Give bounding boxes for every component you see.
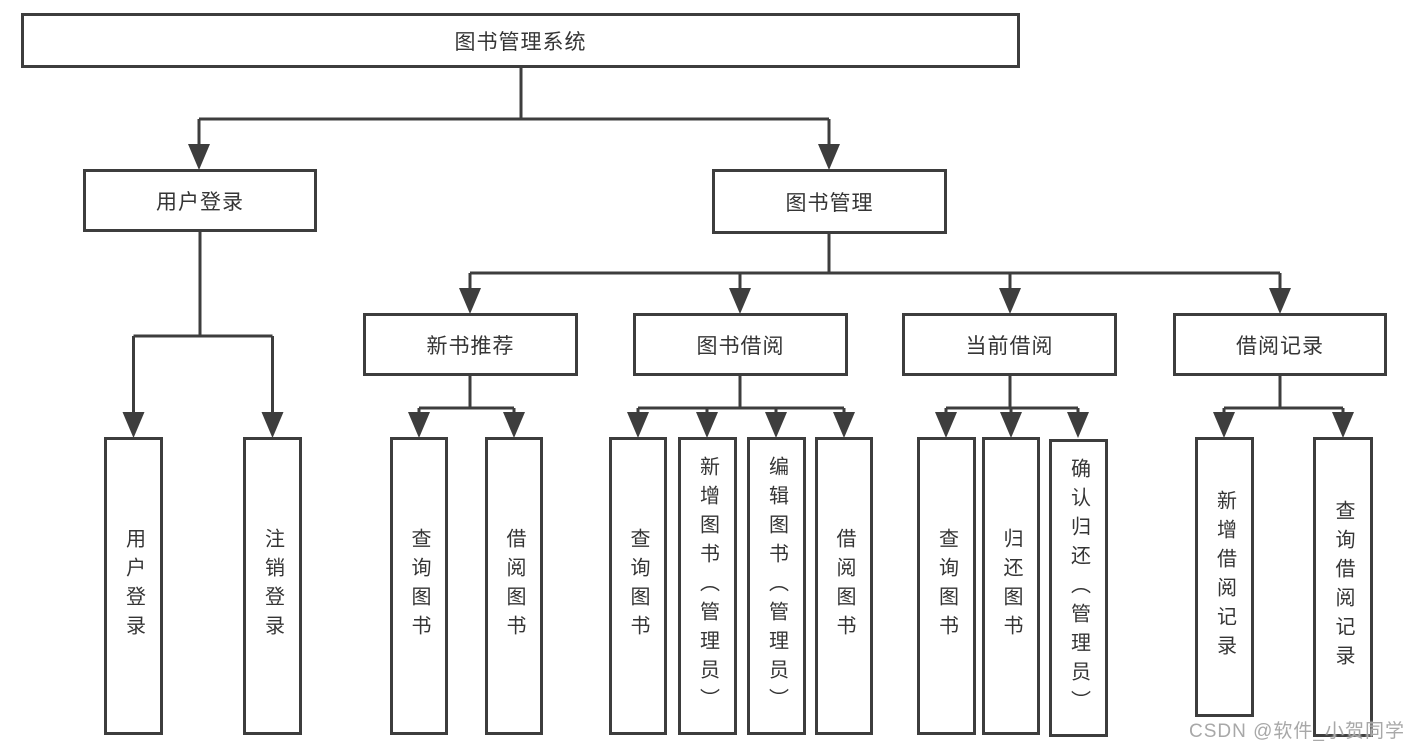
- node-book-management: 图书管理: [712, 169, 947, 234]
- csdn-watermark: CSDN @软件_小贺同学: [1189, 721, 1405, 742]
- arrowhead-icons: [122, 144, 1354, 438]
- node-leaf-query-borrow-record: 查询借阅记录: [1313, 437, 1373, 737]
- node-leaf-user-login-label: 用户登录: [122, 528, 145, 644]
- node-leaf-query-books-3-label: 查询图书: [935, 528, 958, 644]
- node-leaf-edit-book-admin: 编辑图书（管理员）: [747, 437, 806, 735]
- node-leaf-add-book-admin-label: 新增图书（管理员）: [696, 455, 719, 717]
- node-root: 图书管理系统: [21, 13, 1020, 68]
- node-leaf-query-books-1-label: 查询图书: [408, 528, 430, 644]
- node-leaf-logout-label: 注销登录: [261, 528, 284, 644]
- node-leaf-query-books-2: 查询图书: [609, 437, 667, 735]
- node-leaf-query-borrow-record-label: 查询借阅记录: [1332, 500, 1354, 674]
- node-leaf-add-book-admin: 新增图书（管理员）: [678, 437, 737, 735]
- node-leaf-query-books-2-label: 查询图书: [627, 528, 649, 644]
- node-leaf-edit-book-admin-label: 编辑图书（管理员）: [765, 455, 788, 717]
- node-leaf-add-borrow-record: 新增借阅记录: [1195, 437, 1254, 717]
- node-user-login: 用户登录: [83, 169, 317, 232]
- node-leaf-borrow-books-1-label: 借阅图书: [503, 528, 525, 644]
- node-leaf-user-login: 用户登录: [104, 437, 163, 735]
- node-leaf-borrow-books-2-label: 借阅图书: [833, 528, 855, 644]
- node-leaf-confirm-return-admin-label: 确认归还（管理员）: [1067, 457, 1090, 719]
- node-leaf-confirm-return-admin: 确认归还（管理员）: [1049, 439, 1108, 737]
- node-leaf-borrow-books-2: 借阅图书: [815, 437, 873, 735]
- node-new-book-recommend: 新书推荐: [363, 313, 578, 376]
- node-leaf-return-book-label: 归还图书: [1000, 528, 1022, 644]
- node-leaf-add-borrow-record-label: 新增借阅记录: [1213, 490, 1236, 664]
- node-leaf-return-book: 归还图书: [982, 437, 1040, 735]
- node-borrow-records: 借阅记录: [1173, 313, 1387, 376]
- node-leaf-query-books-1: 查询图书: [390, 437, 448, 735]
- node-current-borrow: 当前借阅: [902, 313, 1117, 376]
- node-leaf-query-books-3: 查询图书: [917, 437, 976, 735]
- node-leaf-borrow-books-1: 借阅图书: [485, 437, 543, 735]
- node-leaf-logout: 注销登录: [243, 437, 302, 735]
- node-book-borrow: 图书借阅: [633, 313, 848, 376]
